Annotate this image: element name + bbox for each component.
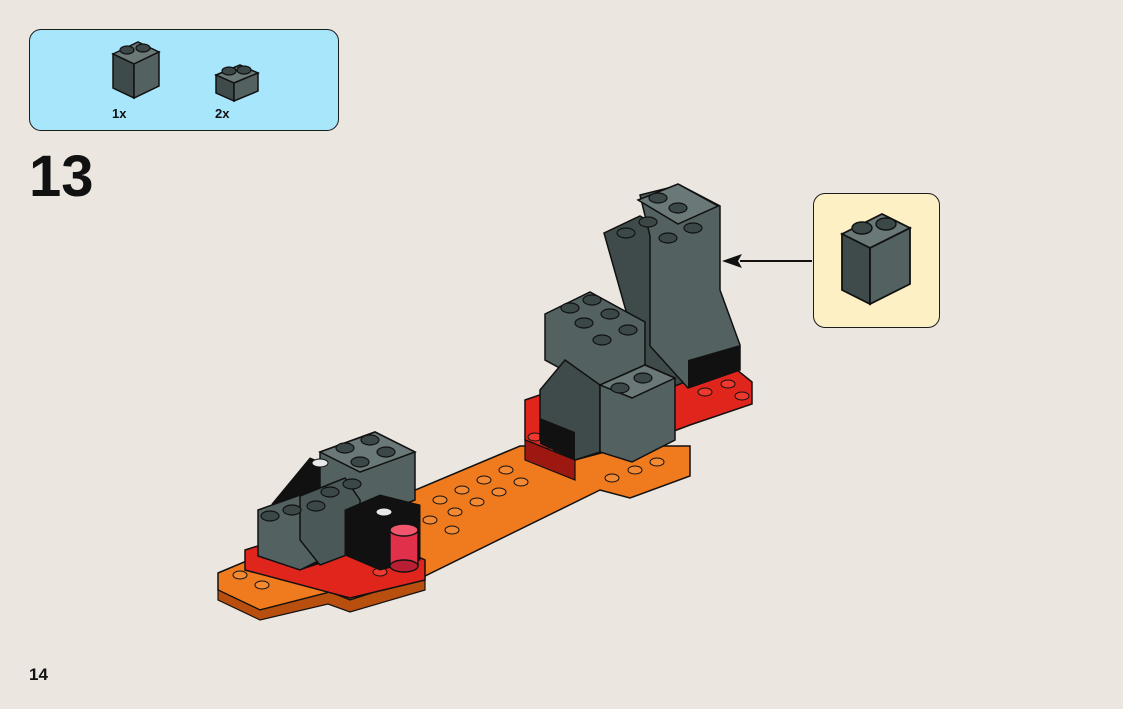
placement-arrow-icon xyxy=(722,254,812,268)
page-number: 14 xyxy=(29,665,48,685)
trans-red-round-brick xyxy=(390,524,418,572)
